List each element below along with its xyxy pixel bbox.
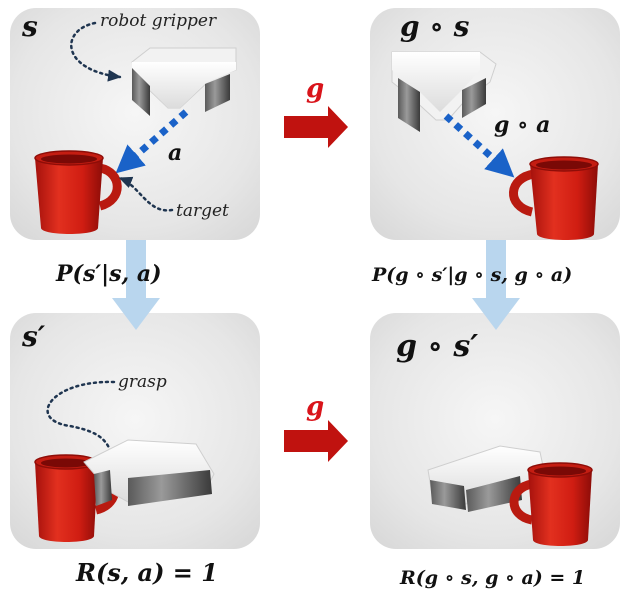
transformed-action-arrow (443, 113, 515, 178)
mug-icon (34, 150, 122, 234)
next-state-label: s′ (21, 320, 46, 353)
target-pointer-arrow (118, 176, 174, 212)
reward-left: R(s, a) = 1 (75, 558, 218, 587)
transform-label-top: g (306, 74, 324, 104)
state-label: s (21, 10, 38, 43)
grasp-label: grasp (118, 372, 167, 392)
reward-right: R(g ∘ s, g ∘ a) = 1 (399, 567, 585, 589)
action-label: a (168, 140, 182, 166)
robot-gripper-icon (131, 47, 237, 116)
transformed-next-state-label: g ∘ s′ (396, 329, 478, 364)
robot-gripper-label: robot gripper (100, 11, 217, 31)
mug-icon (509, 462, 593, 546)
transformed-state-label: g ∘ s (400, 10, 470, 43)
gripper-pointer-arrow (70, 21, 122, 82)
transformed-action-label: g ∘ a (494, 112, 550, 138)
transition-arrow-right (472, 240, 520, 330)
transform-arrow-top (284, 106, 348, 148)
robot-gripper-icon (391, 51, 497, 132)
transform-arrow-bottom (284, 420, 348, 462)
transition-arrow-left (112, 240, 160, 330)
transition-probability-right: P(g ∘ s′|g ∘ s, g ∘ a) (371, 264, 572, 286)
transition-probability-left: P(s′|s, a) (55, 261, 162, 287)
grasp-pointer-arrow (46, 380, 120, 472)
transform-label-bottom: g (306, 392, 324, 422)
action-arrow (115, 109, 189, 174)
target-label: target (176, 201, 229, 221)
mug-icon (509, 156, 599, 240)
robot-gripper-icon (83, 439, 215, 506)
